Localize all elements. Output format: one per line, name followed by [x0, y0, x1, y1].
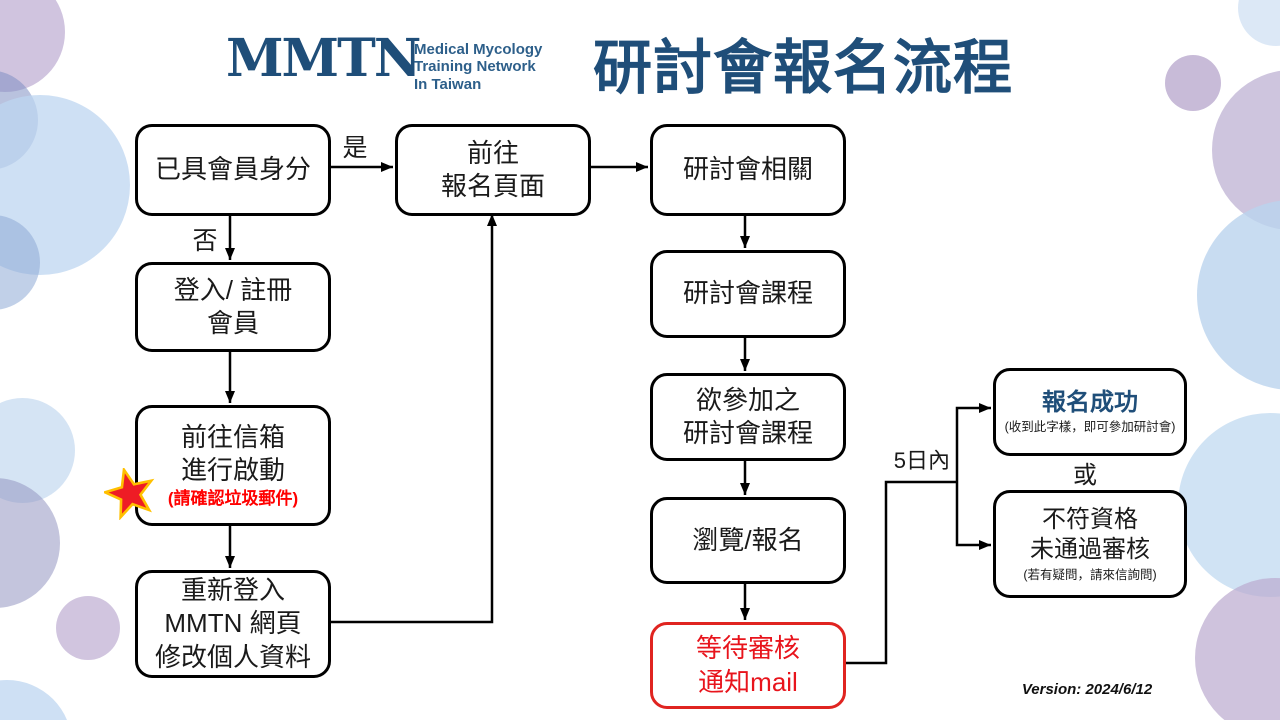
page-title: 研討會報名流程	[593, 35, 1014, 101]
node-line: 欲參加之	[695, 384, 800, 415]
node-line: 研討會課程	[682, 418, 813, 448]
node-line: 未通過審核	[1030, 536, 1150, 563]
node-registration-success: 報名成功 (收到此字樣，即可參加研討會)	[993, 368, 1187, 456]
logo-subtitle-line: Medical Mycology	[414, 41, 543, 58]
node-not-qualified: 不符資格 未通過審核 (若有疑問，請來信詢問)	[993, 490, 1187, 598]
node-login-register: 登入/ 註冊 會員	[135, 262, 331, 352]
mmtn-logo: MMTN	[226, 28, 421, 89]
node-desired-course: 欲參加之 研討會課程	[650, 373, 846, 461]
star-icon	[104, 468, 155, 520]
label-within-5-days: 5日內	[893, 448, 950, 473]
node-line: 通知mail	[698, 666, 798, 697]
node-has-membership: 已具會員身分	[135, 124, 331, 216]
node-wait-review-mail: 等待審核 通知mail	[650, 622, 846, 709]
node-line: 不符資格	[1042, 505, 1138, 533]
node-line: 前往信箱	[180, 422, 285, 453]
node-relogin-edit-profile: 重新登入 MMTN 網頁 修改個人資料	[135, 570, 331, 678]
node-line: 會員	[206, 308, 259, 338]
node-line: 重新登入	[180, 575, 285, 606]
node-line: 報名成功	[1042, 388, 1138, 416]
version-text: Version: 2024/6/12	[1021, 681, 1153, 698]
node-line: 研討會課程	[682, 278, 813, 309]
node-line: 進行啟動	[180, 455, 285, 486]
spam-check-note: (請確認垃圾郵件)	[167, 489, 299, 509]
deco-circle	[56, 596, 120, 660]
node-line: 前往	[466, 137, 519, 168]
edge-relogin-gotoreg	[325, 214, 497, 624]
label-or: 或	[1073, 462, 1097, 489]
label-no: 否	[192, 227, 218, 255]
node-goto-registration-page: 前往 報名頁面	[395, 124, 591, 216]
label-yes: 是	[342, 134, 368, 162]
node-line: 研討會相關	[682, 154, 813, 185]
logo-subtitle-line: Training Network	[414, 58, 536, 76]
rejected-note: (若有疑問，請來信詢問)	[1023, 568, 1157, 583]
success-note: (收到此字樣，即可參加研討會)	[1004, 420, 1176, 435]
node-seminar-related: 研討會相關	[650, 124, 846, 216]
deco-circle	[1165, 55, 1221, 111]
node-line: 報名頁面	[440, 171, 545, 201]
mmtn-logo-subtitle: Medical Mycology Training Network In Tai…	[414, 41, 542, 93]
node-line: 修改個人資料	[154, 641, 311, 672]
node-activate-via-mailbox: 前往信箱 進行啟動 (請確認垃圾郵件)	[135, 405, 331, 526]
edge-branch-success	[955, 403, 991, 482]
node-line: 登入/ 註冊	[173, 274, 293, 305]
logo-subtitle-line: In Taiwan	[414, 75, 482, 93]
node-line: 已具會員身分	[154, 154, 311, 185]
node-seminar-courses: 研討會課程	[650, 250, 846, 338]
edge-branch-rejected	[955, 482, 991, 550]
edge-wait-branch	[840, 480, 957, 665]
node-line: 等待審核	[695, 633, 800, 664]
node-line: 瀏覽/報名	[692, 524, 804, 555]
node-line: MMTN 網頁	[164, 608, 302, 639]
node-browse-register: 瀏覽/報名	[650, 497, 846, 584]
